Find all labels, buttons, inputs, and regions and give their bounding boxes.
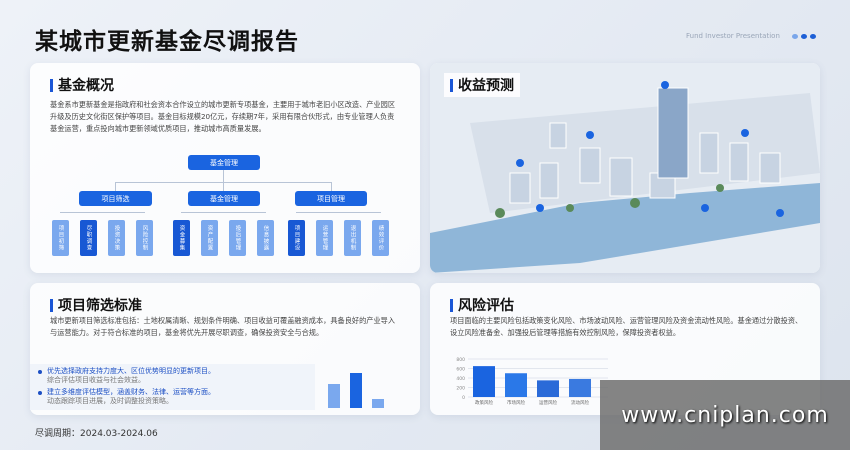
mini-bar (372, 399, 384, 408)
x-tick-label: 政策风险 (475, 399, 493, 406)
overview-text: 基金系市更新基金是指政府和社会资本合作设立的城市更新专项基金，主要用于城市老旧小… (50, 100, 396, 133)
forecast-heading: 收益预测 (444, 73, 520, 97)
y-tick-label: 0 (462, 395, 465, 401)
x-tick-label: 运营风险 (539, 399, 557, 406)
city-illustration (430, 63, 820, 273)
bar (473, 366, 495, 397)
criteria-heading: 项目筛选标准 (50, 295, 142, 315)
y-tick-label: 400 (456, 376, 465, 382)
mini-bar (328, 383, 340, 408)
risk-bar-chart: 0 200 400 600 800 政策风险 市场风险 运营风险 流动风险 (456, 357, 608, 406)
overview-heading: 基金概况 (50, 75, 114, 95)
forecast-panel: 收益预测 (430, 63, 820, 273)
page-subtitle: Fund Investor Presentation (686, 32, 780, 40)
x-tick-label: 流动风险 (571, 399, 589, 406)
mini-bar-chart (322, 364, 392, 408)
bar (537, 380, 559, 397)
org-root: 基金管理 (188, 155, 260, 170)
page-title: 某城市更新基金尽调报告 (35, 29, 299, 55)
survey-period: 尽调周期：2024.03-2024.06 (35, 429, 158, 439)
org-leaf: 投后管理 (229, 220, 246, 256)
org-leaf: 绩效评价 (372, 220, 389, 256)
bar (505, 373, 527, 397)
watermark: www.cniplan.com (600, 380, 850, 450)
criteria-bullet: 优先选择政府支持力度大、区位优势明显的更新项目。综合评估项目收益与社会效益。 (30, 367, 315, 385)
x-tick-label: 市场风险 (507, 399, 525, 406)
org-leaf: 运营管理 (316, 220, 333, 256)
criteria-bullets: 优先选择政府支持力度大、区位优势明显的更新项目。综合评估项目收益与社会效益。 建… (30, 364, 315, 410)
criteria-bullet: 建立多维度评估模型，涵盖财务、法律、运营等方面。动态跟踪项目进展，及时调整投资策… (30, 388, 315, 406)
criteria-text: 城市更新项目筛选标准包括：土地权属清晰、规划条件明确、项目收益可覆盖融资成本，具… (50, 316, 396, 337)
risk-heading: 风险评估 (450, 295, 514, 315)
org-leaf: 风险控制 (136, 220, 153, 256)
y-tick-label: 200 (456, 386, 465, 392)
org-leaf: 投资决策 (108, 220, 125, 256)
risk-text: 项目面临的主要风险包括政策变化风险、市场波动风险、运营管理风险及资金流动性风险。… (450, 316, 803, 337)
y-tick-label: 800 (456, 357, 465, 363)
y-tick-label: 600 (456, 367, 465, 373)
org-node: 基金管理 (188, 191, 260, 206)
org-leaf: 资产配置 (201, 220, 218, 256)
decor-dots (792, 34, 816, 39)
org-leaf: 尽职调查 (80, 220, 97, 256)
risk-panel: 风险评估 项目面临的主要风险包括政策变化风险、市场波动风险、运营管理风险及资金流… (430, 283, 820, 415)
org-node: 项目管理 (295, 191, 367, 206)
org-leaf: 信息披露 (257, 220, 274, 256)
bar (569, 378, 591, 397)
org-leaf: 项目建设 (288, 220, 305, 256)
org-node: 项目筛选 (79, 191, 152, 206)
org-leaf: 项目初筛 (52, 220, 69, 256)
mini-bar (350, 372, 362, 408)
org-leaf: 退出机制 (344, 220, 361, 256)
org-leaf: 资金募集 (173, 220, 190, 256)
